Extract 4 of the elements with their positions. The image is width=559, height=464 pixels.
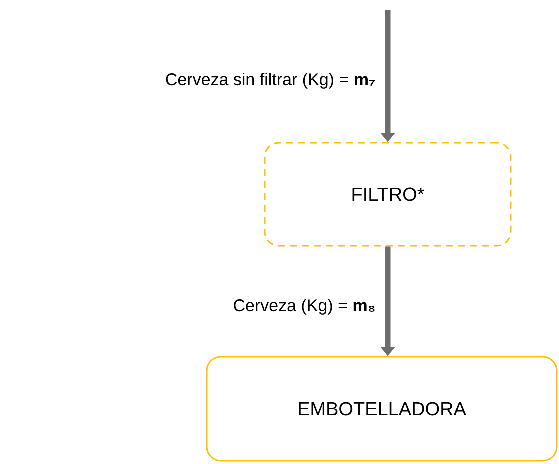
process-box: FILTRO* xyxy=(264,142,512,247)
process-box: EMBOTELLADORA xyxy=(206,356,558,462)
edge-label: Cerveza (Kg) = m₈ xyxy=(234,299,375,315)
edge-label: Cerveza sin filtrar (Kg) = m₇ xyxy=(166,73,376,89)
